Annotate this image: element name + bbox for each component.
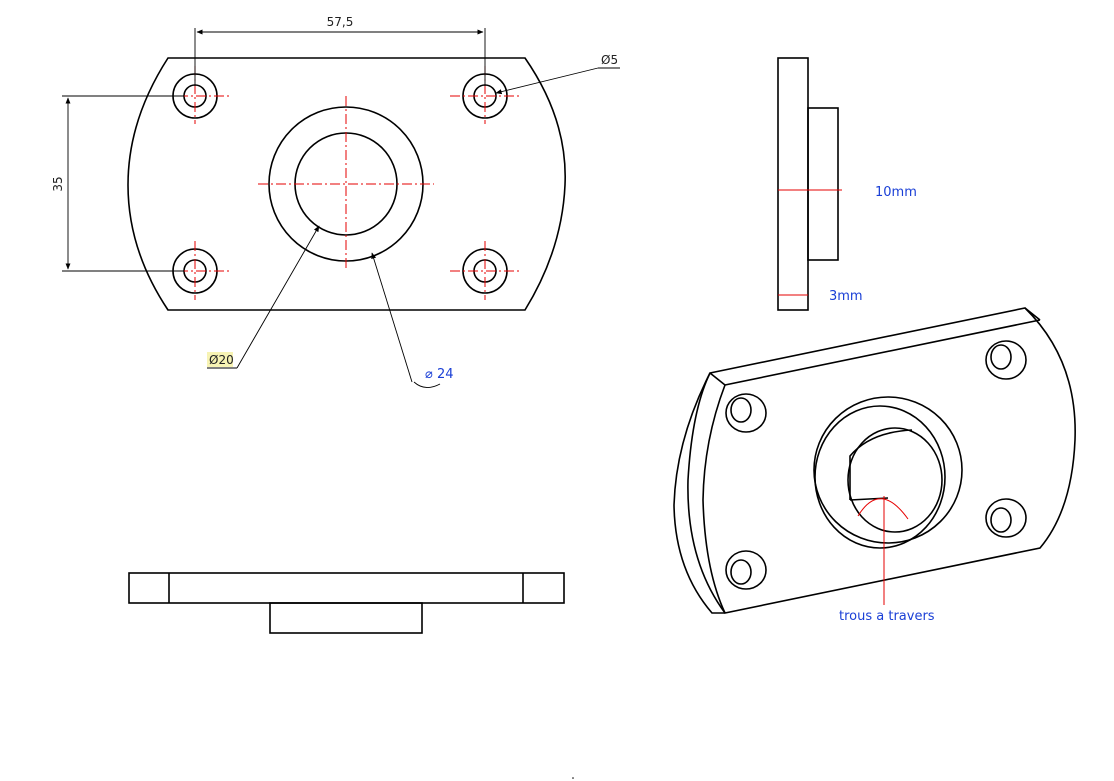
- through-holes-label: trous a travers: [839, 609, 935, 624]
- outer-diameter-leader: ⌀ 24: [371, 252, 454, 388]
- bore-label-highlight: [207, 352, 233, 367]
- height-dimension: 35: [51, 95, 184, 272]
- bore-diameter-label: Ø20: [209, 353, 234, 367]
- side-plate: [777, 57, 809, 311]
- central-boss: [258, 96, 434, 270]
- plate-thickness-label: 3mm: [829, 289, 863, 304]
- bottom-boss: [269, 602, 423, 634]
- stray-mark: [572, 777, 574, 779]
- height-dimension-label: 35: [51, 176, 65, 191]
- bottom-view: [128, 572, 565, 634]
- side-boss: [807, 107, 839, 261]
- mounting-hole-bottom-left: [160, 241, 230, 300]
- width-dimension-label: 57,5: [327, 15, 354, 29]
- outer-diameter-label: ⌀ 24: [425, 367, 454, 382]
- iso-hole-top-right: [985, 340, 1027, 380]
- iso-hole-bottom-right: [985, 498, 1027, 538]
- width-dimension: 57,5: [194, 15, 486, 86]
- side-view: 10mm 3mm: [777, 57, 917, 311]
- iso-side-thickness: [673, 372, 725, 614]
- mounting-hole-bottom-right: [450, 241, 520, 300]
- plate-outline: [127, 57, 566, 311]
- bore-diameter-leader: Ø20: [207, 225, 320, 369]
- hole-diameter-label: Ø5: [601, 53, 618, 67]
- iso-hole-bottom-left: [725, 550, 767, 590]
- iso-top-face: [687, 307, 1076, 614]
- isometric-view: trous a travers: [673, 307, 1076, 624]
- bottom-plate: [128, 572, 565, 604]
- iso-hole-top-left: [725, 393, 767, 433]
- iso-central-boss: [813, 396, 963, 605]
- boss-height-label: 10mm: [875, 185, 917, 200]
- hole-diameter-leader: Ø5: [495, 53, 620, 95]
- front-view: 57,5 35 Ø5 Ø20 ⌀ 24: [51, 15, 620, 388]
